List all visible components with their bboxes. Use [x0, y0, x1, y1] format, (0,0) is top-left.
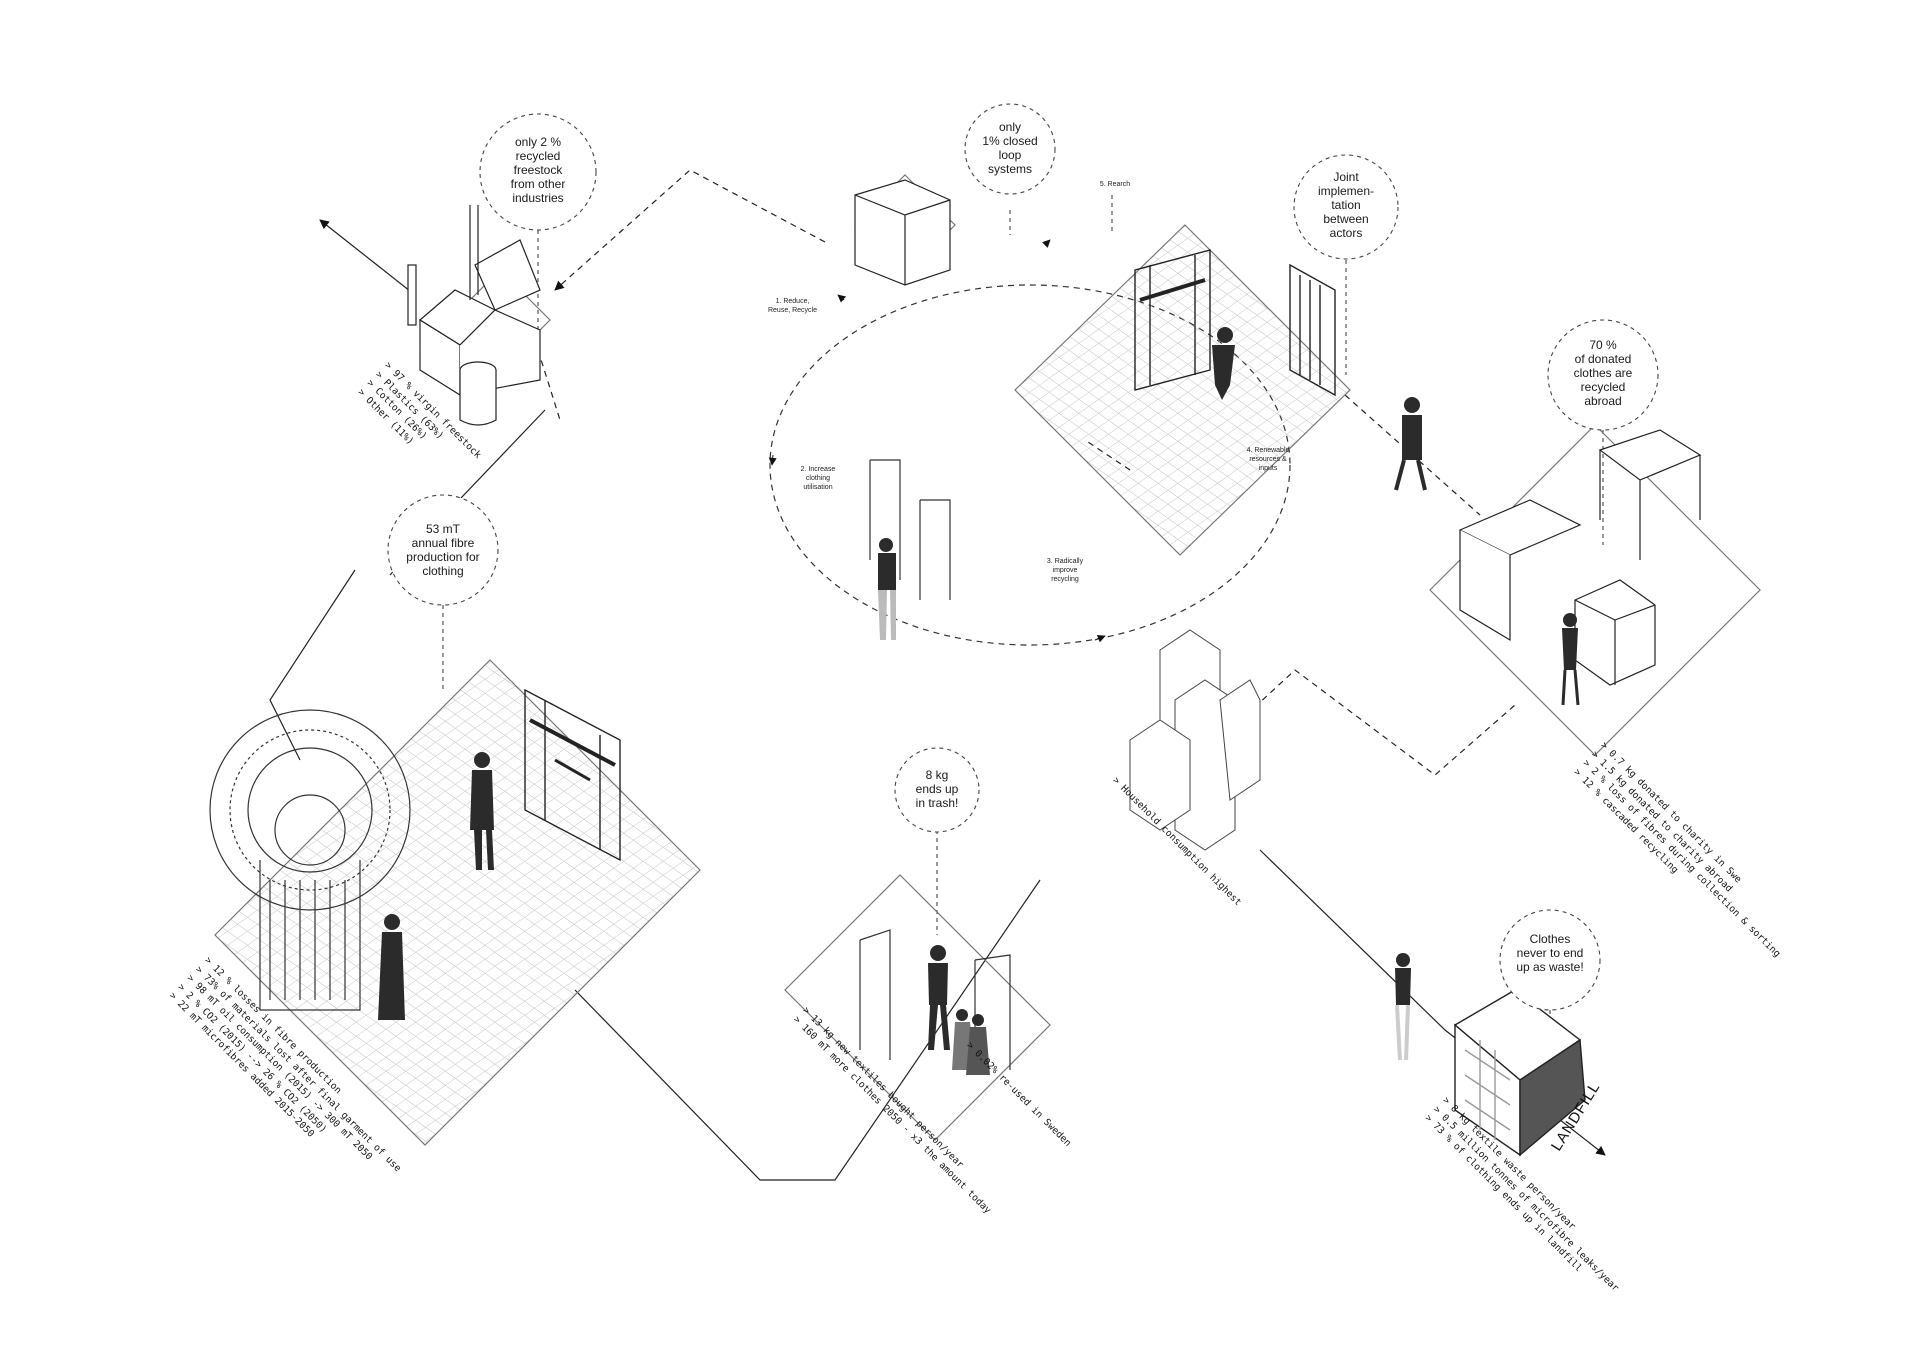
knitting-machine-illustration: [209, 709, 411, 1011]
weaving-grid: [1014, 224, 1351, 556]
person-shop-1: [928, 945, 950, 1050]
bubble-closed-loop: [964, 103, 1056, 195]
production-grid: [214, 659, 701, 1146]
factory-illustration: [407, 205, 541, 426]
bubble-recycled-freestock: [479, 113, 597, 231]
landfill-bin: [1453, 989, 1586, 1157]
person-shopper-rack: [878, 538, 896, 640]
dashed-flow-to-factory: [554, 169, 826, 291]
step-increase-utilisation: 2. Increase clothing utilisation: [800, 466, 836, 491]
step-renewable-resources: 4. Renewable resources & inputs: [1246, 447, 1290, 472]
bubble-joint: [1293, 154, 1399, 260]
bubble-text-fibre-production: 53 mT annual fibre production for clothi…: [406, 522, 480, 578]
household-buildings: [1129, 629, 1261, 851]
people-silhouettes: [378, 327, 1580, 1075]
step-improve-recycling: 3. Radically improve recycling: [1046, 558, 1084, 583]
bubble-text-donated: 70 % of donated clothes are recycled abr…: [1573, 338, 1633, 408]
bubble-never-waste: [1499, 909, 1601, 1011]
person-charity: [1561, 613, 1580, 706]
step-reduce-reuse-recycle: 1. Reduce, Reuse, Recycle: [767, 298, 818, 314]
loom-illustration-production: [524, 688, 621, 862]
bubble-donated: [1547, 319, 1659, 431]
bubble-text-joint: Joint implemen- tation between actors: [1317, 170, 1374, 240]
bubble-text-recycled-freestock: only 2 % recycled freestock from other i…: [510, 135, 566, 205]
bins: [854, 179, 1656, 686]
shop-platform: [784, 874, 1051, 1141]
person-shop-3: [966, 1014, 990, 1075]
circular-loop: [768, 195, 1291, 646]
charity-machines: [1458, 429, 1702, 642]
bubble-text-never-waste: Clothes never to end up as waste!: [1516, 932, 1584, 974]
bubble-fibre-production: [387, 494, 499, 606]
person-weaver-1: [470, 752, 494, 870]
bubble-trash: [894, 747, 980, 833]
bubble-text-trash: 8 kg ends up in trash!: [915, 768, 959, 810]
step-rearch: 5. Rearch: [1099, 181, 1131, 188]
person-knitter: [378, 914, 405, 1020]
bubble-circles: [387, 103, 1659, 1011]
loom-illustration-weaving: [1134, 249, 1336, 397]
bubble-text-closed-loop: only 1% closed loop systems: [982, 120, 1038, 176]
dashed-household-to-charity: [1229, 669, 1516, 776]
person-landfill: [1395, 953, 1411, 1061]
person-loom-user: [1212, 327, 1235, 400]
production-to-shop-line: [574, 879, 1041, 1181]
person-walking-1: [1394, 397, 1427, 491]
factory-exit-arrow: [319, 219, 416, 296]
